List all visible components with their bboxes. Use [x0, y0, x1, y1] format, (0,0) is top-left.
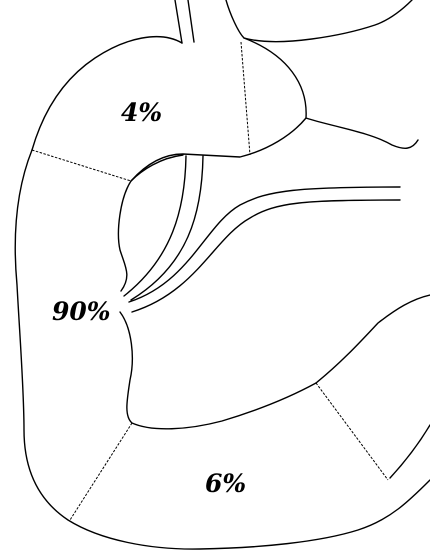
- divider-top: [241, 42, 250, 155]
- divider-bottom-left: [70, 423, 132, 520]
- top-stalk-right-line: [188, 0, 194, 42]
- top-right-lobe-outline: [226, 0, 412, 42]
- divider-left: [32, 150, 131, 181]
- upper-region-inner-edge: [131, 118, 306, 181]
- far-right-edge: [390, 425, 430, 478]
- lower-right-lobe-outline: [316, 295, 430, 383]
- lower-region-label: 6%: [205, 469, 246, 498]
- channel-lower-line: [132, 200, 400, 312]
- duct-inner-line: [131, 156, 203, 300]
- upper-region-right-edge: [244, 38, 418, 148]
- upper-region-outline: [32, 37, 182, 150]
- lower-cavity-outline: [120, 312, 316, 429]
- divider-bottom-right: [316, 383, 388, 480]
- middle-region-label: 90%: [52, 297, 111, 326]
- channel-upper-line: [129, 187, 400, 302]
- top-stalk-left-line: [175, 0, 182, 43]
- upper-region-label: 4%: [121, 98, 162, 127]
- duct-outer-line: [124, 156, 186, 296]
